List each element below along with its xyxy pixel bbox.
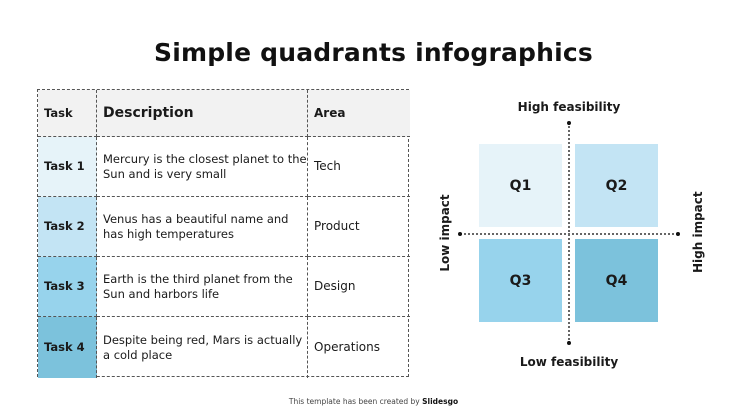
axis-label-high-impact: High impact (691, 191, 705, 273)
quadrant-diagram: High feasibility Low feasibility Low imp… (430, 90, 730, 380)
axis-endpoint-right-icon (676, 232, 680, 236)
area-cell-2: Product (308, 197, 410, 257)
area-cell-3: Design (308, 257, 410, 317)
quadrant-q1: Q1 (479, 144, 562, 227)
quadrant-q3: Q3 (479, 239, 562, 322)
axis-label-high-feasibility: High feasibility (517, 100, 621, 114)
footer-text: This template has been created by (288, 397, 423, 406)
page-title: Simple quadrants infographics (153, 38, 593, 67)
footer-credit: This template has been created by Slides… (0, 397, 747, 406)
header-description: Description (97, 90, 308, 137)
task-cell-3: Task 3 (38, 257, 97, 317)
task-table: Task Description Area Task 1 Mercury is … (37, 89, 410, 378)
axis-label-low-impact: Low impact (438, 194, 452, 272)
description-cell-3: Earth is the third planet from the Sun a… (97, 257, 308, 317)
quadrant-q2: Q2 (575, 144, 658, 227)
axis-label-low-feasibility: Low feasibility (519, 355, 619, 369)
area-cell-4: Operations (314, 340, 380, 354)
description-cell-4: Despite being red, Mars is actually a co… (97, 317, 308, 378)
task-cell-1: Task 1 (38, 137, 97, 197)
axis-endpoint-bottom-icon (567, 341, 571, 345)
description-cell-2: Venus has a beautiful name and has high … (97, 197, 308, 257)
task-cell-4: Task 4 (38, 317, 97, 378)
area-cell-1: Tech (308, 137, 410, 197)
header-area: Area (308, 90, 410, 137)
header-task: Task (38, 90, 97, 137)
vertical-axis (568, 123, 570, 343)
quadrant-q4: Q4 (575, 239, 658, 322)
task-cell-2: Task 2 (38, 197, 97, 257)
axis-endpoint-top-icon (567, 121, 571, 125)
description-cell-1: Mercury is the closest planet to the Sun… (97, 137, 308, 197)
axis-endpoint-left-icon (458, 232, 462, 236)
footer-brand: Slidesgo (422, 397, 459, 406)
